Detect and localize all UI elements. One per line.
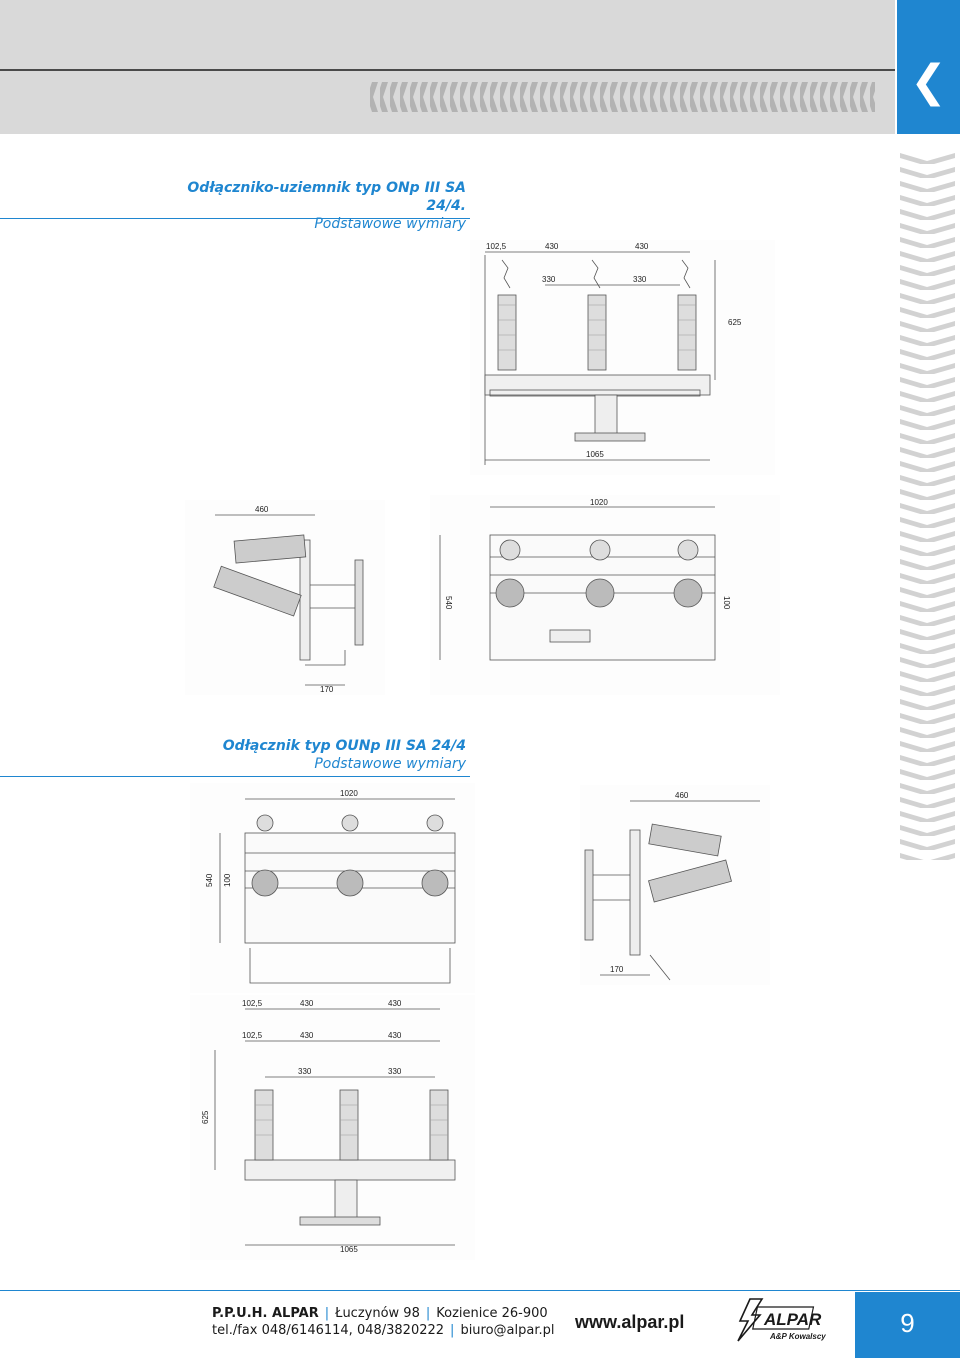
dim-label: 102,5 <box>486 242 507 251</box>
dim-label: 460 <box>675 791 689 800</box>
section1-top-view: 1020 540 100 <box>430 495 780 695</box>
dim-label: 430 <box>300 999 314 1008</box>
dim-label: 330 <box>542 275 556 284</box>
dim-label: 625 <box>728 318 742 327</box>
dim-label: 170 <box>610 965 624 974</box>
dim-label: 430 <box>545 242 559 251</box>
section1-title-line2: Podstawowe wymiary <box>314 216 466 232</box>
svg-text:ALPAR: ALPAR <box>763 1310 822 1329</box>
dim-label: 430 <box>300 1031 314 1040</box>
dim-label: 430 <box>388 1031 402 1040</box>
page-number-box: 9 <box>855 1292 960 1358</box>
dim-label: 330 <box>298 1067 312 1076</box>
section2-front-view: 102,5 430 430 102,5 430 430 330 330 625 … <box>190 995 475 1260</box>
chevron-left-icon[interactable]: ❮ <box>910 56 947 107</box>
dim-label: 540 <box>444 596 453 610</box>
page-number: 9 <box>900 1308 915 1338</box>
svg-text:A&P Kowalscy: A&P Kowalscy <box>769 1332 826 1341</box>
dim-label: 430 <box>635 242 649 251</box>
dim-label: 1020 <box>340 789 358 798</box>
website-link[interactable]: www.alpar.pl <box>575 1312 685 1332</box>
header-chevron-pattern <box>370 82 875 112</box>
footer-contact: tel./fax 048/6146114, 048/3820222|biuro@… <box>212 1323 555 1338</box>
dim-label: 102,5 <box>242 1031 263 1040</box>
alpar-logo: ALPAR A&P Kowalscy <box>737 1298 826 1342</box>
dim-label: 102,5 <box>242 999 263 1008</box>
footer-rule <box>0 1290 960 1291</box>
header-bar <box>0 0 895 134</box>
section1-title-rule <box>0 218 470 219</box>
company-name: P.P.U.H. ALPAR <box>212 1306 319 1321</box>
phone: tel./fax 048/6146114, 048/3820222 <box>212 1323 445 1338</box>
dim-label: 1065 <box>340 1245 358 1254</box>
header-divider <box>0 69 895 71</box>
dim-label: 430 <box>388 999 402 1008</box>
section1-title: Odłącznik​o-uziemnik typ ONp III SA 24/4… <box>150 179 466 233</box>
dim-label: 170 <box>320 685 334 694</box>
footer-address: P.P.U.H. ALPAR|Łuczynów 98|Kozienice 26-… <box>212 1306 548 1321</box>
section2-title-line1: Odłącznik typ OUNp III SA 24/4 <box>222 738 466 754</box>
section2-title-line2: Podstawowe wymiary <box>314 756 466 772</box>
section2-side-view: 460 170 <box>580 785 770 985</box>
dim-label: 100 <box>223 873 232 887</box>
side-chevron-pattern <box>900 150 955 860</box>
dim-label: 1020 <box>590 498 608 507</box>
dim-label: 625 <box>201 1110 210 1124</box>
street: Łuczynów 98 <box>335 1306 420 1321</box>
section1-title-line1: Odłącznik​o-uziemnik typ ONp III SA 24/4… <box>187 180 466 214</box>
dim-label: 1065 <box>586 450 604 459</box>
dim-label: 460 <box>255 505 269 514</box>
email-link[interactable]: biuro@alpar.pl <box>460 1323 555 1338</box>
dim-label: 330 <box>388 1067 402 1076</box>
city: Kozienice 26-900 <box>436 1306 548 1321</box>
section1-front-view: 102,5 430 430 330 330 625 1065 <box>470 240 775 475</box>
dim-label: 540 <box>205 873 214 887</box>
dim-label: 100 <box>722 596 731 610</box>
section2-title: Odłącznik typ OUNp III SA 24/4 Podstawow… <box>150 737 466 773</box>
section2-title-rule <box>0 776 470 777</box>
section1-side-view: 460 170 <box>185 500 385 695</box>
nav-box: ❮ <box>897 0 960 134</box>
dim-label: 330 <box>633 275 647 284</box>
section2-top-view: 1020 540 100 <box>190 783 475 993</box>
